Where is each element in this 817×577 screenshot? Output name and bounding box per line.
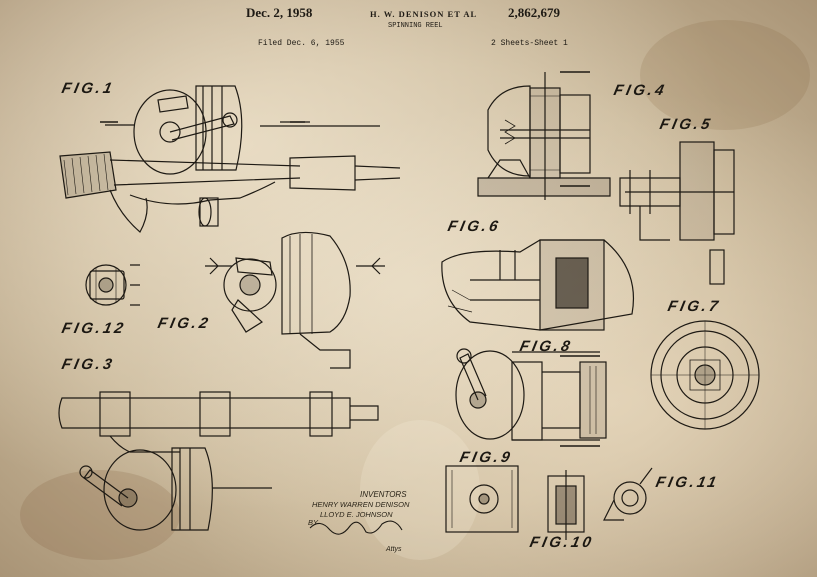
fig5-drawing (619, 141, 735, 285)
fig12-label: FIG.12 (60, 320, 128, 337)
fig9-drawing (445, 465, 519, 533)
fig3-drawing (58, 391, 379, 531)
fig1-drawing (59, 85, 401, 233)
fig6-label: FIG.6 (446, 218, 503, 235)
filed-date: Filed Dec. 6, 1955 (258, 39, 345, 48)
fig2-drawing (205, 231, 385, 369)
fig11-label: FIG.11 (654, 474, 721, 491)
fig10-drawing (547, 470, 585, 540)
fig5-label: FIG.5 (658, 116, 715, 133)
patent-date: Dec. 2, 1958 (246, 5, 313, 20)
patent-inventor-line: H. W. DENISON ET AL (370, 9, 478, 19)
fig1-label: FIG.1 (60, 80, 117, 97)
fig6-drawing (441, 239, 635, 331)
patent-number: 2,862,679 (508, 5, 560, 20)
by-label: BY (308, 518, 319, 527)
inventor-name-2: LLOYD E. JOHNSON (320, 510, 393, 519)
fig11-drawing (603, 467, 653, 521)
fig4-label: FIG.4 (612, 82, 669, 99)
fig10-label: FIG.10 (528, 534, 596, 551)
attorney-label: Attys (386, 546, 402, 553)
inventors-heading: INVENTORS (360, 490, 407, 499)
fig7-label: FIG.7 (666, 298, 723, 315)
fig9-label: FIG.9 (458, 449, 515, 466)
fig8-label: FIG.8 (518, 338, 575, 355)
sheet-count: 2 Sheets-Sheet 1 (491, 39, 568, 48)
fig4-drawing (477, 72, 611, 200)
inventor-name-1: HENRY WARREN DENISON (312, 500, 410, 509)
fig8-drawing (455, 348, 607, 441)
fig3-label: FIG.3 (60, 356, 117, 373)
fig2-label: FIG.2 (156, 315, 213, 332)
signature-scribble (309, 520, 403, 535)
fig7-drawing (650, 320, 760, 430)
section-markers (100, 71, 600, 447)
patent-title: SPINNING REEL (388, 22, 443, 30)
fig12-drawing (85, 264, 140, 306)
